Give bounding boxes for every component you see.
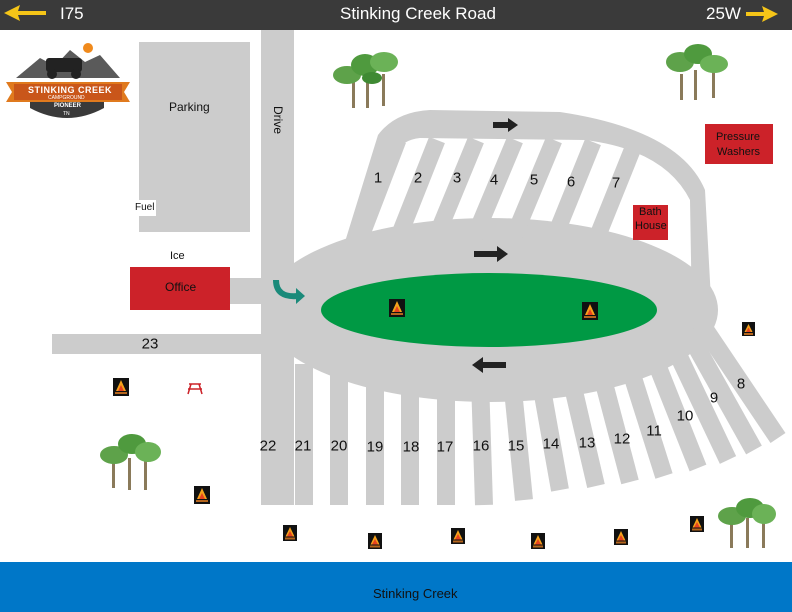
picnic-table-icon bbox=[187, 383, 203, 395]
logo-title: STINKING CREEK bbox=[28, 85, 113, 95]
tree-cluster-icon bbox=[100, 434, 161, 490]
logo-subtitle: CAMPGROUND bbox=[48, 95, 85, 101]
campfire-icon bbox=[614, 529, 628, 545]
direction-arrow-icon bbox=[493, 118, 518, 132]
site-number: 6 bbox=[566, 173, 576, 191]
campfire-icon bbox=[531, 533, 545, 549]
u-turn-arrow-icon bbox=[273, 279, 305, 304]
site-number: 14 bbox=[542, 435, 560, 453]
site-number: 5 bbox=[529, 171, 539, 189]
parking-lot bbox=[139, 42, 250, 232]
office-connector bbox=[228, 278, 268, 304]
lower-spurs bbox=[295, 316, 786, 506]
bath-house-label-line2: House bbox=[635, 220, 667, 232]
direction-arrow-icon bbox=[472, 357, 506, 373]
pressure-washers-label-line1: Pressure bbox=[716, 131, 761, 143]
road-name: Stinking Creek Road bbox=[340, 4, 496, 23]
site-number: 10 bbox=[676, 407, 694, 425]
tree-cluster-icon bbox=[666, 44, 728, 100]
site-number: 7 bbox=[611, 174, 621, 192]
left-direction-arrow-icon bbox=[4, 5, 46, 21]
bath-house-label-line1: Bath bbox=[639, 206, 662, 218]
tree-cluster-icon bbox=[718, 498, 776, 548]
site-number: 8 bbox=[736, 375, 746, 393]
fuel-label: Fuel bbox=[135, 202, 155, 213]
creek-label: Stinking Creek bbox=[373, 586, 458, 601]
creek-water bbox=[0, 562, 792, 612]
campfire-icon bbox=[582, 302, 598, 320]
upper-spurs bbox=[347, 136, 641, 256]
right-direction-arrow-icon bbox=[746, 6, 778, 22]
site-number: 22 bbox=[259, 437, 277, 455]
campfire-icon bbox=[389, 299, 405, 317]
central-lawn bbox=[321, 273, 657, 347]
campfire-icon bbox=[113, 378, 129, 396]
campground-logo bbox=[6, 43, 130, 118]
pressure-washers-building bbox=[705, 124, 773, 164]
site-number: 9 bbox=[709, 389, 719, 407]
site-number: 2 bbox=[413, 169, 423, 187]
tree-cluster-icon bbox=[333, 52, 398, 108]
office-building bbox=[130, 267, 230, 310]
site-number: 3 bbox=[452, 169, 462, 187]
fuel-marker bbox=[134, 200, 156, 216]
site-number: 12 bbox=[613, 430, 631, 448]
campfire-icon bbox=[283, 525, 297, 541]
pressure-washers-label-line2: Washers bbox=[717, 146, 760, 158]
site-number: 16 bbox=[472, 437, 490, 455]
office-label: Office bbox=[165, 280, 197, 294]
site-23-road bbox=[52, 334, 267, 354]
bath-house-building bbox=[633, 205, 668, 240]
logo-town: PIONEER bbox=[54, 103, 82, 109]
right-direction-label: 25W bbox=[706, 4, 741, 23]
site-number: 4 bbox=[489, 171, 499, 189]
site-number: 19 bbox=[366, 438, 384, 456]
ice-label: Ice bbox=[170, 250, 185, 262]
campfire-icon bbox=[451, 528, 465, 544]
campfire-icon bbox=[194, 486, 210, 504]
left-direction-label: I75 bbox=[60, 4, 84, 23]
drive-label: Drive bbox=[271, 106, 285, 135]
site-number: 13 bbox=[578, 434, 596, 452]
road-bar bbox=[0, 0, 792, 30]
site-number: 1 bbox=[373, 169, 383, 187]
parking-label: Parking bbox=[169, 100, 210, 114]
campfire-icon bbox=[368, 533, 382, 549]
site-number: 23 bbox=[141, 335, 159, 353]
site-number: 11 bbox=[646, 422, 662, 440]
site-number: 17 bbox=[436, 438, 454, 456]
site-number: 18 bbox=[402, 438, 420, 456]
campfire-icon bbox=[742, 322, 755, 336]
logo-state: TN bbox=[63, 111, 70, 117]
site-number: 21 bbox=[294, 437, 312, 455]
site-number: 15 bbox=[507, 437, 525, 455]
campfire-icon bbox=[690, 516, 704, 532]
direction-arrow-icon bbox=[474, 246, 508, 262]
site-number: 20 bbox=[330, 437, 348, 455]
